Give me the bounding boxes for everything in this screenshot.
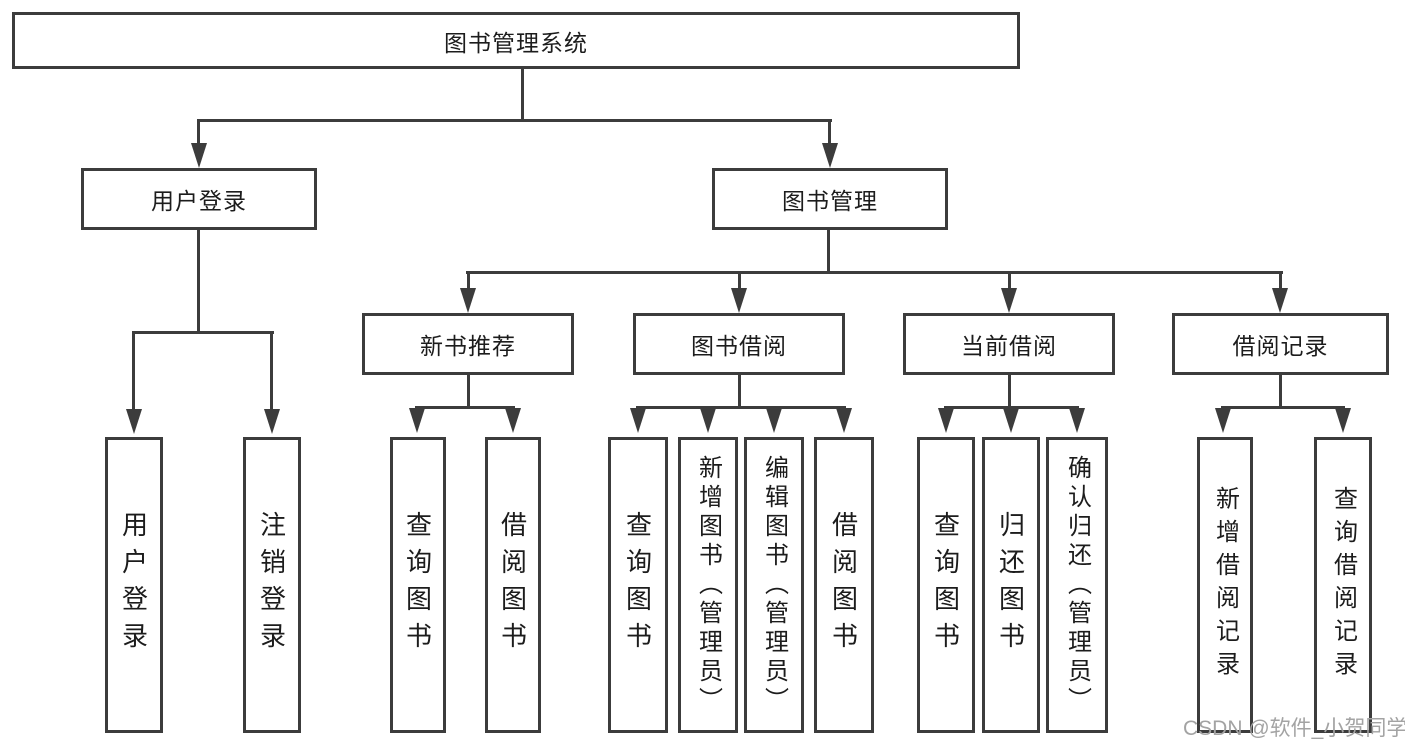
connector-g2-stem <box>467 375 470 408</box>
arrowhead-icon <box>938 408 954 433</box>
arrowhead-icon <box>1069 408 1085 433</box>
arrowhead-icon <box>409 408 425 433</box>
arrowhead-icon <box>505 408 521 433</box>
arrowhead-icon <box>126 409 142 434</box>
connector-l3-stem-4 <box>1279 271 1282 289</box>
arrowhead-icon <box>460 288 476 313</box>
connector-l3-stem-1 <box>467 271 470 289</box>
node-user-login-action: 用户登录 <box>105 437 163 733</box>
connector-g5-hline <box>1221 406 1345 409</box>
node-borrow-records: 借阅记录 <box>1172 313 1389 375</box>
node-current-confirm-return-admin: 确认归还（管理员） <box>1046 437 1108 733</box>
arrowhead-icon <box>822 143 838 168</box>
connector-g3-hline <box>636 406 846 409</box>
node-current-query-books: 查询图书 <box>917 437 975 733</box>
arrowhead-icon <box>1215 408 1231 433</box>
connector-l3-stem <box>827 230 830 273</box>
node-borrow-add-books-admin: 新增图书（管理员） <box>678 437 738 733</box>
node-borrow-edit-books-admin: 编辑图书（管理员） <box>744 437 804 733</box>
arrowhead-icon <box>1272 288 1288 313</box>
node-current-return-books: 归还图书 <box>982 437 1040 733</box>
connector-l2-right-stem <box>828 119 831 146</box>
connector-g1-right-stem <box>270 331 273 409</box>
node-borrow-borrow-books: 借阅图书 <box>814 437 874 733</box>
connector-g1-stem <box>197 230 200 333</box>
connector-g1-left-stem <box>132 331 135 409</box>
node-book-borrow: 图书借阅 <box>633 313 845 375</box>
connector-g1-hline <box>132 331 274 334</box>
connector-g5-stem <box>1279 375 1282 408</box>
arrowhead-icon <box>700 408 716 433</box>
node-records-add-record: 新增借阅记录 <box>1197 437 1253 733</box>
node-recommend-borrow-books: 借阅图书 <box>485 437 541 733</box>
watermark-text: CSDN @软件_小贺同学 <box>1183 717 1405 740</box>
arrowhead-icon <box>836 408 852 433</box>
connector-root-stem <box>521 68 524 122</box>
node-recommend-query-books: 查询图书 <box>390 437 446 733</box>
connector-l3-stem-3 <box>1008 271 1011 289</box>
node-borrow-query-books: 查询图书 <box>608 437 668 733</box>
arrowhead-icon <box>1003 408 1019 433</box>
connector-l3-stem-2 <box>738 271 741 289</box>
connector-g4-hline <box>944 406 1079 409</box>
arrowhead-icon <box>1001 288 1017 313</box>
node-logout-action: 注销登录 <box>243 437 301 733</box>
arrowhead-icon <box>766 408 782 433</box>
node-current-borrow: 当前借阅 <box>903 313 1115 375</box>
node-new-book-recommend: 新书推荐 <box>362 313 574 375</box>
arrowhead-icon <box>191 143 207 168</box>
node-book-management: 图书管理 <box>712 168 948 230</box>
node-user-login: 用户登录 <box>81 168 317 230</box>
connector-l2-hline <box>197 119 832 122</box>
node-records-query-record: 查询借阅记录 <box>1314 437 1372 733</box>
node-root: 图书管理系统 <box>12 12 1020 69</box>
connector-l3-hline <box>466 271 1283 274</box>
arrowhead-icon <box>630 408 646 433</box>
arrowhead-icon <box>1335 408 1351 433</box>
connector-g2-hline <box>415 406 515 409</box>
arrowhead-icon <box>264 409 280 434</box>
connector-l2-left-stem <box>197 119 200 146</box>
arrowhead-icon <box>731 288 747 313</box>
connector-g4-stem <box>1008 375 1011 408</box>
connector-g3-stem <box>738 375 741 408</box>
